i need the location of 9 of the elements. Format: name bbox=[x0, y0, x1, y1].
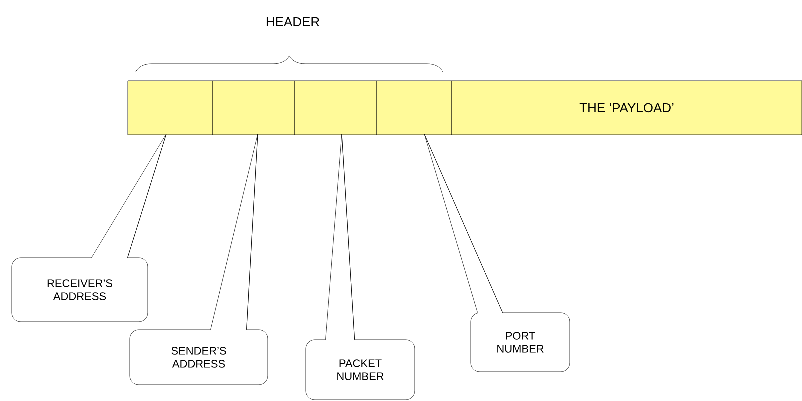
callout-box: PORT NUMBER bbox=[470, 312, 570, 372]
callout-box: PACKET NUMBER bbox=[306, 339, 416, 400]
callout-box: RECEIVER’S ADDRESS bbox=[12, 257, 148, 322]
header-label: HEADER bbox=[266, 18, 320, 26]
header-field-box bbox=[128, 80, 214, 136]
header-field-box bbox=[212, 80, 296, 136]
header-field-box bbox=[294, 80, 378, 136]
header-field-box bbox=[376, 80, 452, 136]
callout-box: SENDER’S ADDRESS bbox=[130, 329, 268, 386]
